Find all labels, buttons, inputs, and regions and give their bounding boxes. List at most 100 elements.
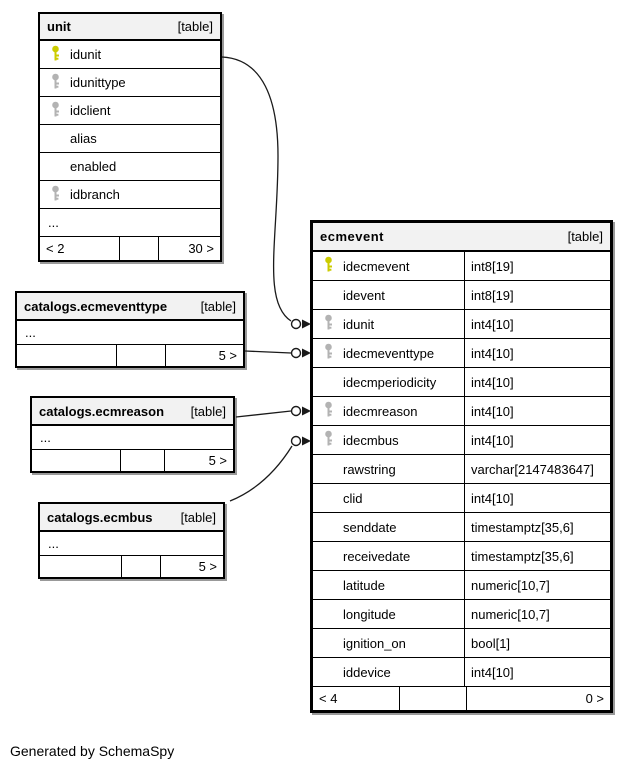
column-row: idunittype (40, 68, 220, 96)
column-name: clid (343, 490, 363, 506)
column-name: idecmbus (343, 432, 399, 448)
table-catalogs-ecmbus[interactable]: catalogs.ecmbus [table]... 5 > (38, 502, 225, 579)
column-type: int8[19] (464, 281, 610, 309)
footer-left-count: < 4 (319, 691, 338, 706)
relationship-line-ecmreason (235, 410, 292, 418)
foreign-key-icon (323, 401, 334, 421)
table-title[interactable]: ecmevent (320, 229, 384, 244)
hidden-columns-row: ... (40, 531, 223, 555)
column-row: alias (40, 124, 220, 152)
column-name: receivedate (343, 548, 411, 564)
column-row: idclient (40, 96, 220, 124)
column-row: ignition_on bool[1] (313, 628, 610, 657)
key-cell (313, 314, 343, 334)
column-name: ... (25, 325, 36, 340)
column-type: int4[10] (464, 426, 610, 454)
column-row: idunit (40, 40, 220, 68)
column-name: idecmperiodicity (343, 374, 437, 390)
column-type: int4[10] (464, 368, 610, 396)
table-title[interactable]: catalogs.ecmeventtype (24, 298, 168, 314)
crow-circle-idecmeventtype (290, 347, 302, 359)
column-name: idclient (70, 103, 111, 118)
table-footer: < 2 30 > (40, 236, 220, 260)
hidden-columns-row: ... (40, 208, 220, 236)
crow-circle-idunit (290, 318, 302, 330)
table-header[interactable]: catalogs.ecmbus [table] (40, 504, 223, 531)
column-name: rawstring (343, 461, 396, 477)
column-type: int4[10] (464, 658, 610, 686)
column-row: iddevice int4[10] (313, 657, 610, 686)
table-footer: 5 > (32, 449, 233, 471)
footer-right-count: 0 > (585, 691, 604, 706)
relationship-line-unit-idunit (221, 56, 292, 322)
table-header[interactable]: catalogs.ecmreason[table] (32, 398, 233, 425)
table-title[interactable]: catalogs.ecmreason (39, 403, 165, 419)
column-type: int4[10] (464, 397, 610, 425)
primary-key-icon (323, 256, 334, 276)
column-type: timestamptz[35,6] (464, 542, 610, 570)
column-type: bool[1] (464, 629, 610, 657)
column-row: idecmbus int4[10] (313, 425, 610, 454)
generated-by-note: Generated by SchemaSpy (10, 743, 175, 759)
footer-left-count: < 2 (46, 241, 65, 256)
column-name: iddevice (343, 664, 391, 680)
column-type: int4[10] (464, 310, 610, 338)
table-header[interactable]: ecmevent [table] (313, 223, 610, 251)
column-type: int8[19] (464, 252, 610, 280)
footer-middle-cell (119, 237, 159, 260)
column-type: numeric[10,7] (464, 600, 610, 628)
key-cell (40, 101, 70, 121)
column-name: alias (70, 131, 97, 146)
foreign-key-icon (323, 314, 334, 334)
key-cell (313, 256, 343, 276)
table-type-badge: [table] (180, 509, 216, 525)
table-type-badge: [table] (567, 229, 603, 244)
foreign-key-icon (323, 343, 334, 363)
foreign-key-icon (323, 430, 334, 450)
table-footer: 5 > (17, 344, 243, 366)
footer-middle-cell (120, 556, 161, 577)
column-row: senddate timestamptz[35,6] (313, 512, 610, 541)
table-title[interactable]: catalogs.ecmbus (47, 509, 153, 525)
footer-left-count (32, 450, 120, 471)
table-header[interactable]: catalogs.ecmeventtype[table] (17, 293, 243, 320)
column-name: ... (48, 536, 59, 551)
column-row: idunit int4[10] (313, 309, 610, 338)
table-catalogs-ecmeventtype[interactable]: catalogs.ecmeventtype[table]... 5 > (15, 291, 245, 368)
footer-middle-cell (399, 687, 468, 710)
column-name: idbranch (70, 187, 120, 202)
column-name: enabled (70, 159, 117, 174)
column-name: idevent (343, 287, 385, 303)
crow-circle-idecmbus (290, 435, 302, 447)
table-header[interactable]: unit[table] (40, 14, 220, 40)
column-type: numeric[10,7] (464, 571, 610, 599)
column-type: timestamptz[35,6] (464, 513, 610, 541)
column-row: idbranch (40, 180, 220, 208)
column-name: ... (48, 215, 59, 230)
key-cell (40, 73, 70, 93)
key-cell (313, 343, 343, 363)
column-name: idunit (343, 316, 375, 332)
key-cell (313, 430, 343, 450)
footer-right-count: 30 > (188, 241, 214, 256)
foreign-key-icon (50, 185, 61, 205)
column-row: idecmperiodicity int4[10] (313, 367, 610, 396)
column-name: ignition_on (343, 635, 406, 651)
column-row: enabled (40, 152, 220, 180)
table-catalogs-ecmreason[interactable]: catalogs.ecmreason[table]... 5 > (30, 396, 235, 473)
table-footer: 5 > (40, 555, 223, 577)
footer-middle-cell (116, 345, 167, 366)
column-name: senddate (343, 519, 397, 535)
column-name: idunit (70, 47, 102, 62)
table-title[interactable]: unit (47, 19, 71, 34)
table-unit[interactable]: unit[table] idunit idunittype idclient alias… (38, 12, 222, 262)
column-type: int4[10] (464, 484, 610, 512)
column-name: ... (40, 430, 51, 445)
relationship-line-ecmbus (229, 445, 293, 502)
